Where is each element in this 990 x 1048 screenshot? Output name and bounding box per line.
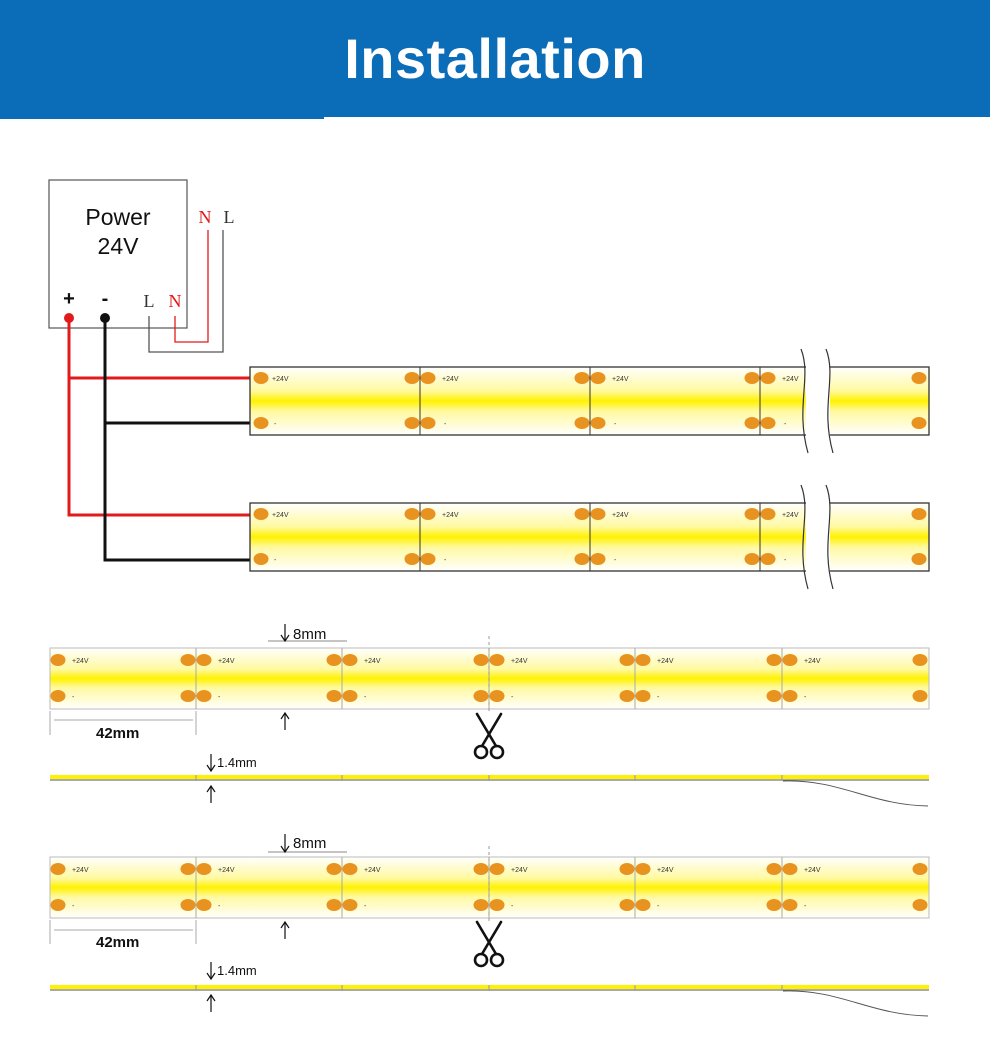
plus-terminal xyxy=(64,313,74,323)
pad-label-negative: - xyxy=(614,557,617,564)
pad-label-negative: - xyxy=(614,421,617,428)
pad-label-positive: +24V xyxy=(364,867,381,874)
scissors-icon xyxy=(473,712,505,760)
mains-l-label: L xyxy=(224,207,235,227)
pad-label-positive: +24V xyxy=(612,376,629,383)
mains-n-label: N xyxy=(199,207,212,227)
cut-length-label: 42mm xyxy=(96,934,139,951)
pad-label-negative: - xyxy=(218,903,221,910)
width-label: 8mm xyxy=(293,626,326,643)
pad-label-positive: +24V xyxy=(657,867,674,874)
strip-side-profile xyxy=(50,775,929,807)
input-n-label: N xyxy=(169,291,182,311)
pad-label-negative: - xyxy=(784,421,787,428)
power-supply: Power 24V + - L N N L xyxy=(48,179,235,329)
pad-label-positive: +24V xyxy=(442,376,459,383)
pad-label-negative: - xyxy=(444,421,447,428)
pad-label-positive: +24V xyxy=(511,658,528,665)
pad-label-negative: - xyxy=(657,903,660,910)
pad-label-positive: +24V xyxy=(612,512,629,519)
led-strip: +24V +24V +24V +24V - - - - xyxy=(249,348,930,454)
solder-pad xyxy=(253,372,269,384)
mains-l-wire xyxy=(148,230,224,353)
strip-side-profile xyxy=(50,985,929,1017)
mains-n-wire xyxy=(174,230,209,343)
pad-label-positive: +24V xyxy=(72,658,89,665)
pad-label-positive: +24V xyxy=(272,376,289,383)
solder-pad xyxy=(912,899,928,911)
input-l-label: L xyxy=(144,291,155,311)
thickness-label: 1.4mm xyxy=(217,755,257,770)
pad-label-negative: - xyxy=(72,903,75,910)
solder-pad xyxy=(911,508,927,520)
solder-pad xyxy=(50,899,66,911)
pad-label-positive: +24V xyxy=(511,867,528,874)
header-banner xyxy=(0,0,990,117)
pad-label-positive: +24V xyxy=(442,512,459,519)
cut-length-label: 42mm xyxy=(96,725,139,742)
solder-pad xyxy=(253,553,269,565)
solder-pad xyxy=(50,654,66,666)
power-label: Power xyxy=(85,204,151,230)
pad-label-negative: - xyxy=(364,694,367,701)
led-strip: +24V +24V +24V +24V - - - - xyxy=(249,484,930,590)
pad-label-positive: +24V xyxy=(218,867,235,874)
pad-label-positive: +24V xyxy=(72,867,89,874)
pad-label-positive: +24V xyxy=(804,867,821,874)
pad-label-negative: - xyxy=(511,903,514,910)
dimension-strips: +24V +24V +24V +24V +24V +24V - - - - - - +24V +24V +2… xyxy=(49,647,930,1017)
pad-label-negative: - xyxy=(274,421,277,428)
solder-pad xyxy=(911,553,927,565)
solder-pad xyxy=(253,508,269,520)
plus-terminal-label: + xyxy=(63,288,75,310)
solder-pad xyxy=(912,863,928,875)
pad-label-negative: - xyxy=(804,903,807,910)
pad-label-positive: +24V xyxy=(782,512,799,519)
solder-pad xyxy=(253,417,269,429)
pad-label-positive: +24V xyxy=(272,512,289,519)
positive-wire xyxy=(67,318,258,517)
solder-pad xyxy=(50,690,66,702)
pad-label-negative: - xyxy=(657,694,660,701)
pad-label-negative: - xyxy=(444,557,447,564)
minus-terminal-label: - xyxy=(102,288,109,310)
pad-label-positive: +24V xyxy=(657,658,674,665)
pad-label-negative: - xyxy=(72,694,75,701)
pad-label-negative: - xyxy=(784,557,787,564)
solder-pad xyxy=(912,654,928,666)
scissors-icon xyxy=(473,920,505,968)
pad-label-positive: +24V xyxy=(804,658,821,665)
wired-strips: +24V +24V +24V +24V - - - - +24V +24V +24V +24V - - - - xyxy=(249,348,930,590)
solder-pad xyxy=(911,417,927,429)
page-title: Installation xyxy=(344,27,646,90)
pad-label-negative: - xyxy=(274,557,277,564)
power-voltage: 24V xyxy=(98,233,140,259)
thickness-label: 1.4mm xyxy=(217,963,257,978)
header-underline xyxy=(0,117,324,119)
pad-label-negative: - xyxy=(511,694,514,701)
solder-pad xyxy=(50,863,66,875)
pad-label-negative: - xyxy=(218,694,221,701)
pad-label-positive: +24V xyxy=(218,658,235,665)
pad-label-positive: +24V xyxy=(364,658,381,665)
solder-pad xyxy=(911,372,927,384)
negative-wire xyxy=(103,318,258,562)
pad-label-negative: - xyxy=(364,903,367,910)
minus-terminal xyxy=(100,313,110,323)
pad-label-positive: +24V xyxy=(782,376,799,383)
pad-label-negative: - xyxy=(804,694,807,701)
dimension-block-1: 8mm 42mm 1.4mm xyxy=(49,624,490,803)
solder-pad xyxy=(912,690,928,702)
width-label: 8mm xyxy=(293,835,326,852)
dimension-block-2: 8mm 42mm 1.4mm xyxy=(49,834,490,1012)
